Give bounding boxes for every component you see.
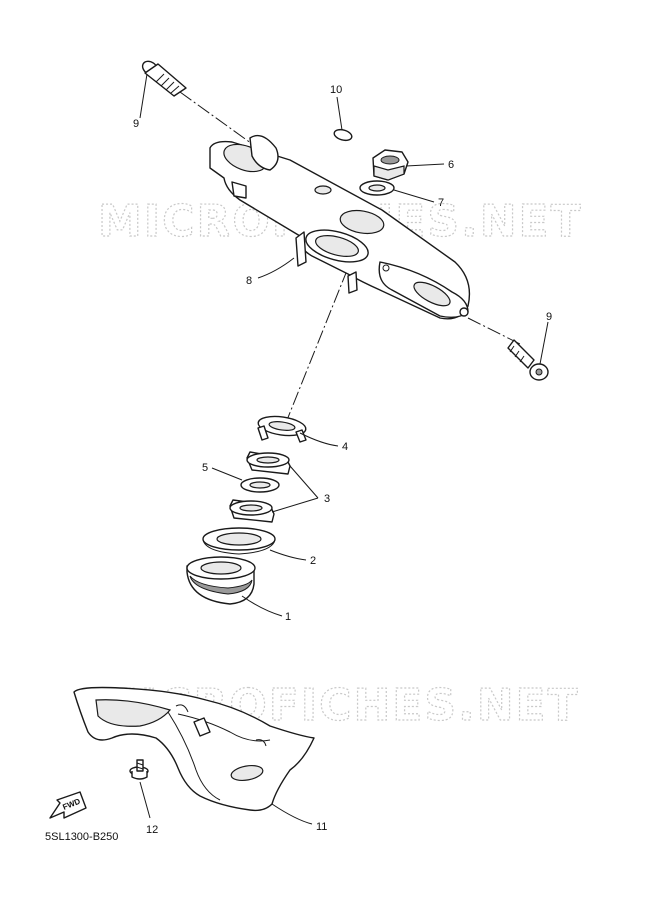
leader-12	[139, 781, 151, 819]
leader-10	[336, 96, 343, 131]
leader-3b	[271, 497, 319, 513]
cover-part-11[interactable]	[73, 686, 315, 812]
callout-2: 2	[310, 555, 316, 567]
callout-5: 5	[202, 462, 208, 474]
ring-nut-part-3-lower[interactable]	[229, 499, 275, 523]
washer-part-5[interactable]	[240, 477, 280, 493]
bolt-axis-line-right	[467, 317, 521, 345]
bolt-part-9-lower[interactable]	[507, 339, 549, 381]
callout-7: 7	[438, 197, 444, 209]
callout-3: 3	[324, 493, 330, 505]
leader-4	[299, 432, 339, 447]
bolt-part-12[interactable]	[129, 759, 149, 780]
callout-10: 10	[330, 84, 342, 96]
callout-9-upper: 9	[133, 118, 139, 130]
callout-8: 8	[246, 275, 252, 287]
callout-11: 11	[316, 821, 327, 833]
diagram-code: 5SL1300-B250	[45, 831, 118, 843]
upper-bracket-part-8[interactable]	[209, 134, 471, 320]
forward-direction-arrow: FWD	[49, 791, 87, 819]
leader-1	[241, 595, 283, 617]
callout-1: 1	[285, 611, 291, 623]
nut-part-6[interactable]	[372, 149, 409, 181]
leader-3a	[289, 465, 319, 499]
lock-washer-part-4[interactable]	[257, 414, 307, 443]
bolt-axis-line-left	[179, 91, 256, 147]
bearing-part-1[interactable]	[186, 556, 256, 605]
leader-2	[269, 549, 307, 561]
bolt-part-9-upper[interactable]	[140, 58, 187, 97]
callout-9-lower: 9	[546, 311, 552, 323]
leader-5	[211, 467, 243, 481]
callout-6: 6	[448, 159, 454, 171]
callout-12: 12	[146, 824, 158, 836]
o-ring-part-10[interactable]	[333, 128, 353, 142]
ring-nut-part-3-upper[interactable]	[246, 451, 291, 475]
bearing-cover-part-2[interactable]	[202, 527, 276, 555]
leader-11	[271, 803, 313, 825]
leader-7	[393, 189, 435, 203]
callout-4: 4	[342, 441, 348, 453]
leader-9b	[539, 321, 549, 365]
leader-9a	[139, 73, 148, 119]
leader-6	[405, 163, 445, 167]
washer-part-7[interactable]	[359, 180, 395, 196]
leader-8	[257, 257, 295, 279]
